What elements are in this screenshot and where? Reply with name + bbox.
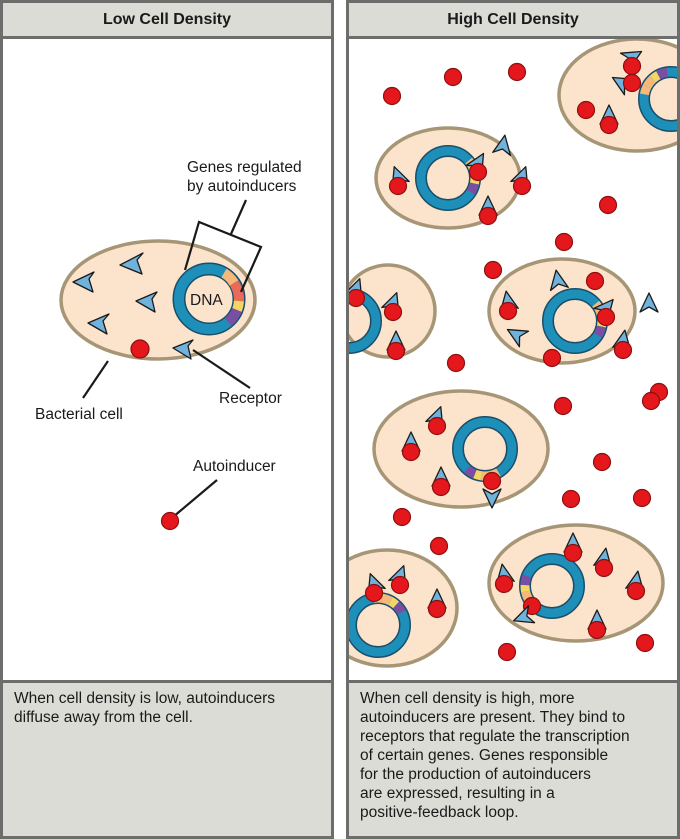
genes-label-line2: by autoinducers: [187, 178, 297, 195]
gene-segment: [380, 593, 393, 606]
autoinducer-icon: [622, 56, 642, 76]
gene-segment: [643, 75, 657, 89]
autoinducer-icon: [576, 100, 596, 120]
low-density-title: Low Cell Density: [3, 3, 331, 39]
gene-segment: [593, 325, 606, 338]
autoinducer-icon: [512, 176, 532, 196]
receptor-pointer: [192, 349, 251, 389]
receptor-icon: [482, 488, 502, 509]
autoinducer-icon: [160, 511, 180, 531]
receptor-icon: [172, 339, 194, 360]
receptor-icon: [492, 134, 512, 157]
bacterial-cell: [59, 239, 257, 361]
autoinducer-icon: [383, 302, 403, 322]
autoinducer-icon: [443, 67, 463, 87]
low-density-scene: DNA Genes regulated by autoinducers Rece…: [35, 159, 302, 531]
dna-plasmid: [349, 289, 381, 353]
low-density-panel: Low Cell Density DNA: [0, 0, 334, 839]
autoinducer-icon: [592, 452, 612, 472]
autoinducer-icon: [598, 195, 618, 215]
autoinducer-icon: [390, 575, 410, 595]
gene-segment: [473, 469, 482, 481]
autoinducer-icon: [635, 633, 655, 653]
bacterial-cell-pointer: [82, 360, 109, 399]
autoinducer-icon: [626, 581, 646, 601]
receptor-icon: [549, 269, 569, 292]
autoinducer-icon: [382, 86, 402, 106]
autoinducer-icon: [364, 583, 384, 603]
autoinducer-icon: [507, 62, 527, 82]
receptor-label: Receptor: [219, 390, 282, 407]
autoinducer-icon: [427, 599, 447, 619]
receptor-icon: [513, 605, 536, 624]
autoinducer-icon: [392, 507, 412, 527]
genes-label-line1: Genes regulated: [187, 159, 302, 176]
autoinducer-icon: [130, 339, 150, 359]
high-density-scene: [349, 39, 677, 668]
autoinducer-icon: [483, 260, 503, 280]
receptor-icon: [506, 328, 530, 348]
autoinducer-icon: [594, 558, 614, 578]
autoinducer-icon: [622, 73, 642, 93]
autoinducer-icon: [561, 489, 581, 509]
autoinducer-icon: [431, 477, 451, 497]
receptors: [72, 252, 194, 360]
gene-segment: [388, 597, 400, 609]
gene-segment: [639, 84, 652, 96]
high-density-caption: When cell density is high, more autoindu…: [349, 680, 677, 836]
autoinducer-icon: [468, 162, 488, 182]
high-density-title: High Cell Density: [349, 3, 677, 39]
receptor-icon: [135, 291, 158, 313]
gene-segment: [520, 574, 532, 586]
autoinducer-icon: [494, 574, 514, 594]
autoinducer-icon: [427, 416, 447, 436]
receptor-icon: [72, 271, 95, 293]
autoinducer-label: Autoinducer: [193, 458, 276, 475]
autoinducer-icon: [401, 442, 421, 462]
autoinducer-icon: [553, 396, 573, 416]
gene-segment: [656, 67, 669, 80]
autoinducer-icon: [542, 348, 562, 368]
autoinducer-icon: [554, 232, 574, 252]
autoinducer-icon: [497, 642, 517, 662]
receptor-icon: [119, 252, 144, 275]
autoinducer-icon: [349, 288, 366, 308]
autoinducer-icon: [596, 307, 616, 327]
autoinducer-icon: [478, 206, 498, 226]
gene-segment: [520, 584, 531, 593]
autoinducer-icon: [446, 353, 466, 373]
autoinducer-icon: [585, 271, 605, 291]
autoinducer-icon: [498, 301, 518, 321]
bacterial-cell: [557, 39, 677, 153]
dna-plasmid: [639, 67, 677, 131]
autoinducer-pointer: [172, 479, 218, 518]
autoinducer-icon: [613, 340, 633, 360]
high-density-panel: High Cell Density When cell density is h…: [346, 0, 680, 839]
gene-bracket: [82, 199, 263, 518]
low-density-caption: When cell density is low, autoinducers d…: [3, 680, 331, 836]
autoinducer-icon: [632, 488, 652, 508]
gene-segment: [463, 465, 477, 479]
gene-segment: [649, 71, 661, 83]
dna-label: DNA: [190, 292, 223, 309]
autoinducer-icon: [563, 543, 583, 563]
autoinducer-icon: [429, 536, 449, 556]
autoinducer-icon: [599, 115, 619, 135]
dna-plasmid: DNA: [172, 262, 246, 336]
gene-segment: [392, 601, 406, 615]
bacterial-cell-label: Bacterial cell: [35, 406, 123, 423]
autoinducer-icon: [641, 391, 661, 411]
autoinducer-icon: [388, 176, 408, 196]
receptor-icon: [639, 292, 659, 313]
autoinducer-icon: [587, 620, 607, 640]
gene-segment: [466, 182, 479, 195]
autoinducer-icon: [482, 471, 502, 491]
receptor-icon: [87, 313, 110, 335]
autoinducer-icon: [386, 341, 406, 361]
